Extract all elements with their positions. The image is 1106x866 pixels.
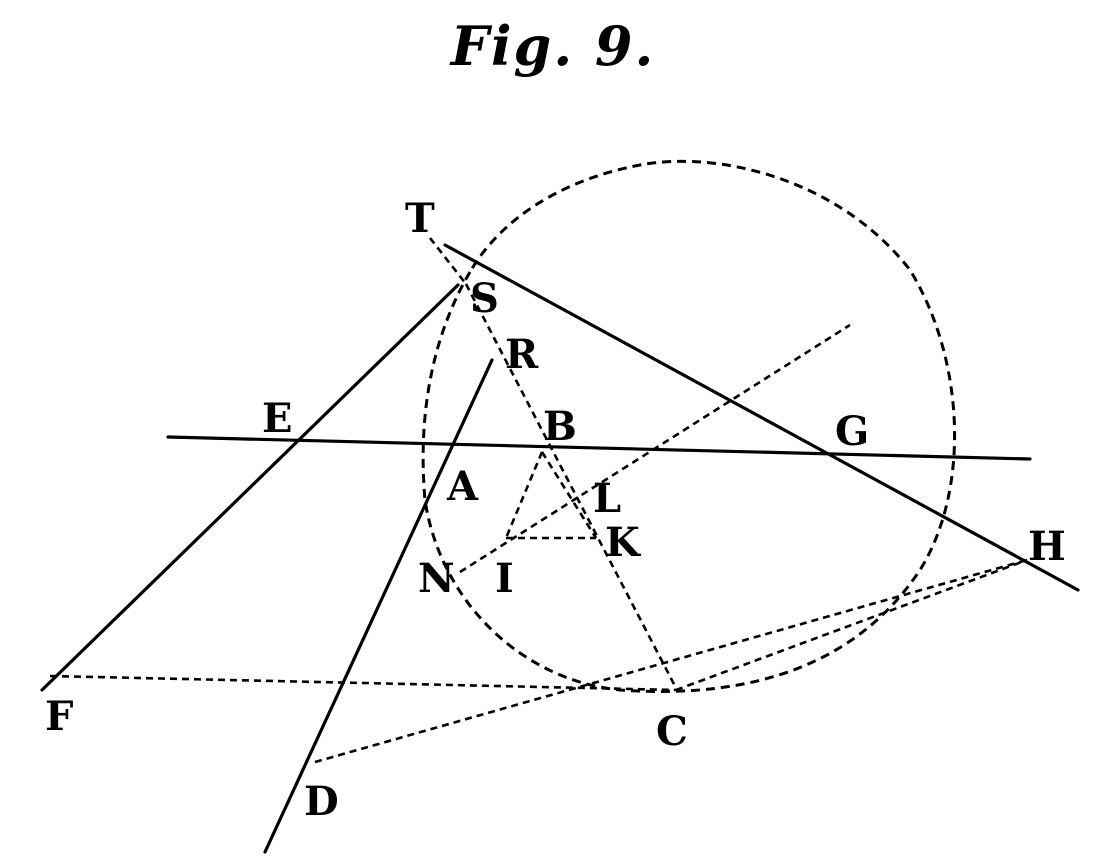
line-horizontal-EG — [166, 435, 1032, 461]
line-RD — [263, 358, 494, 854]
label-A: A — [446, 463, 479, 510]
label-I: I — [495, 555, 514, 602]
line-TH — [443, 243, 1080, 592]
dashed-line-FC — [49, 674, 677, 692]
dashed-line-TS — [428, 237, 468, 285]
label-C: C — [656, 708, 688, 755]
label-T: T — [405, 195, 435, 242]
label-F: F — [45, 693, 73, 740]
label-D: D — [304, 778, 339, 825]
label-G: G — [835, 408, 869, 455]
label-H: H — [1028, 523, 1066, 570]
dashed-circle — [421, 159, 957, 693]
dashed-line-BI — [504, 451, 544, 539]
label-L: L — [593, 475, 621, 522]
label-K: K — [605, 519, 641, 566]
label-E: E — [262, 395, 293, 442]
dashed-line-BK — [540, 451, 598, 539]
line-SF — [40, 283, 460, 692]
dashed-line-CH — [675, 558, 1028, 692]
dashed-line-SC — [464, 283, 678, 689]
figure-title: Fig. 9. — [450, 14, 656, 78]
label-B: B — [543, 403, 577, 450]
dashed-line-DH — [314, 558, 1028, 764]
label-N: N — [418, 555, 455, 602]
label-R: R — [505, 331, 539, 378]
label-S: S — [470, 275, 499, 322]
dashed-line-N-up — [459, 323, 851, 574]
